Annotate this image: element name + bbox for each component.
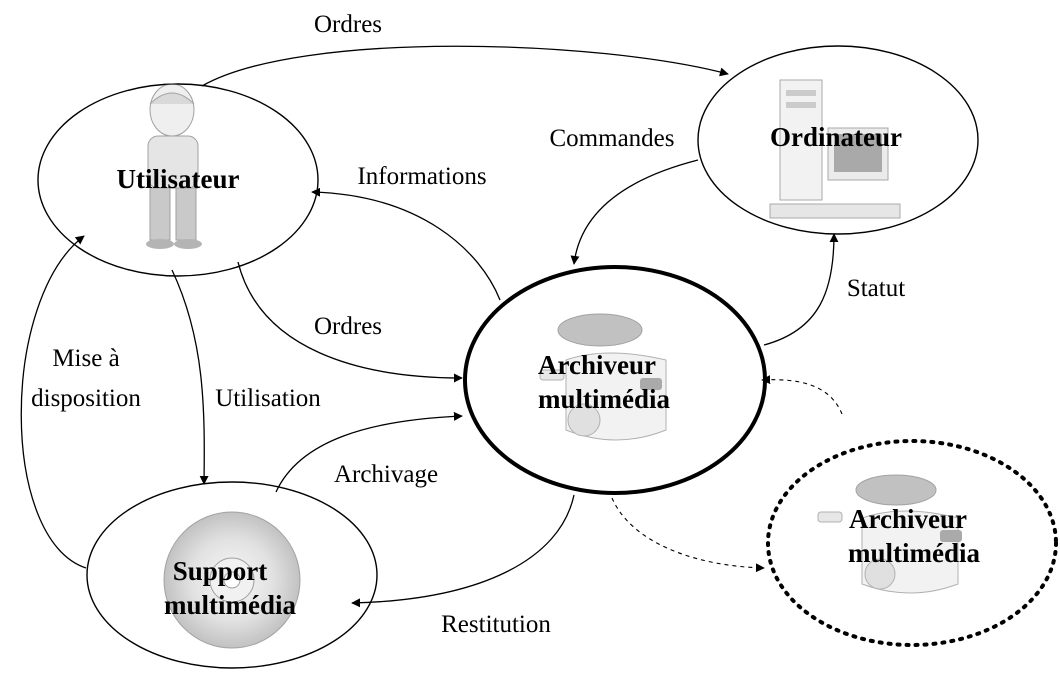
edge-commandes: [570, 159, 699, 265]
edge-utilisation: [171, 269, 209, 485]
node-archiveur-secondary[interactable]: Archiveur multimédia: [766, 439, 1058, 647]
edge-dashed-from-secondary: [761, 375, 843, 415]
cd-disc-icon: [163, 511, 301, 649]
node-archiveur-label-line1: Archiveur: [538, 350, 656, 380]
edge-mise-a-disposition: [20, 235, 87, 569]
edge-restitution-label: Restitution: [441, 611, 551, 638]
node-utilisateur[interactable]: Utilisateur: [37, 83, 319, 277]
edge-ordres-top-label: Ordres: [314, 11, 382, 38]
edge-utilisation-label: Utilisation: [215, 385, 321, 412]
node-archiveur-secondary-label-line1: Archiveur: [849, 504, 967, 534]
edge-informations-label: Informations: [357, 163, 486, 190]
node-archiveur-label-line2: multimédia: [538, 384, 670, 414]
edge-mise-line1-label: Mise à: [52, 345, 119, 372]
node-archiveur[interactable]: Archiveur multimédia: [463, 265, 767, 495]
node-support[interactable]: Support multimédia: [86, 481, 378, 669]
node-archiveur-secondary-label-line2: multimédia: [848, 538, 980, 568]
node-ordinateur-label: Ordinateur: [770, 122, 902, 152]
archiver-device-icon: [539, 313, 667, 441]
node-ordinateur[interactable]: Ordinateur: [697, 45, 979, 235]
edge-statut-label: Statut: [847, 275, 905, 302]
edge-restitution: [351, 494, 575, 608]
edge-commandes-label: Commandes: [550, 125, 675, 152]
node-support-label-line2: multimédia: [164, 590, 296, 620]
edge-mise-line2-label: disposition: [31, 385, 141, 412]
edge-archivage: [275, 411, 463, 493]
edge-ordres-mid: [237, 261, 463, 383]
edge-ordres-mid-label: Ordres: [314, 313, 382, 340]
desktop-computer-icon: [769, 79, 901, 219]
archiver-device-icon: [817, 474, 962, 594]
edge-ordres-top: [201, 45, 729, 87]
edge-informations: [311, 187, 501, 301]
person-icon: [146, 83, 202, 249]
edge-statut: [763, 233, 839, 346]
edge-archivage-label: Archivage: [334, 461, 438, 488]
edge-dashed-to-secondary: [611, 497, 765, 573]
node-utilisateur-label: Utilisateur: [117, 164, 240, 194]
node-support-label-line1: Support: [173, 556, 268, 586]
